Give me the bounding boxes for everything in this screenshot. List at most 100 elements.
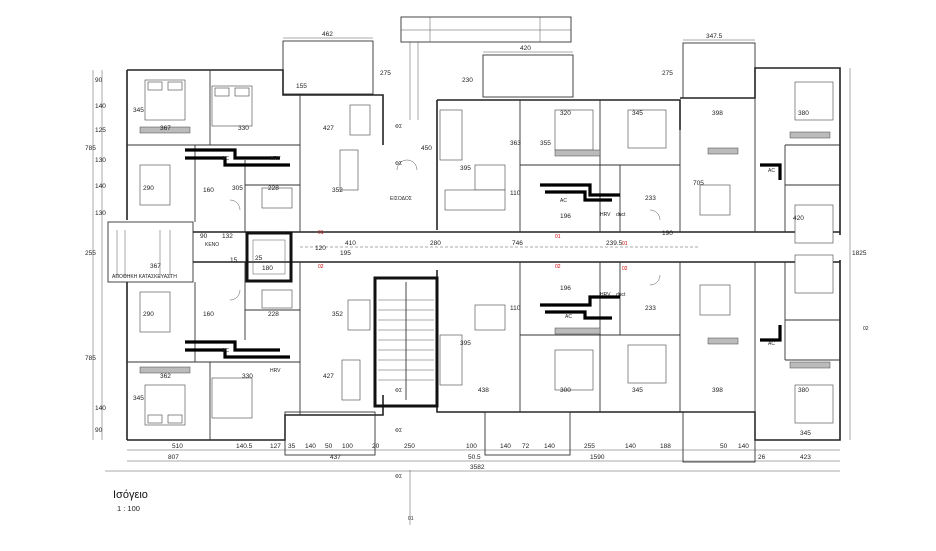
dim-label: 155	[296, 83, 307, 90]
dim-label: 196	[560, 285, 571, 292]
dim-label: 20	[372, 443, 380, 450]
dim-label: 140.5	[236, 443, 253, 450]
dim-label: 398	[712, 110, 723, 117]
dim-label: 50.5	[468, 454, 481, 461]
dim-label: 290	[143, 185, 154, 192]
dim-label: 228	[268, 185, 279, 192]
room-dimension-labels: 367 330 345 290 160 305 228 427 352 395 …	[133, 107, 811, 437]
void-label: ΚΕΝΟ	[205, 242, 219, 248]
dim-label: 462	[322, 31, 333, 38]
dim-label: 233	[645, 195, 656, 202]
ac-label: AC	[222, 156, 229, 162]
dim-label: 300	[560, 387, 571, 394]
dim-label: 160	[203, 311, 214, 318]
dim-label: 398	[712, 387, 723, 394]
hvac-ducts	[185, 148, 782, 359]
dim-label: 140	[625, 443, 636, 450]
dim-label: 25	[255, 255, 263, 262]
ac-label: AC	[768, 168, 775, 174]
marker-north: 02	[863, 326, 869, 332]
dim-label: 130	[95, 210, 106, 217]
dim-label: 363	[510, 140, 521, 147]
marker-f: ΦΣ	[395, 161, 402, 167]
dim-label: 100	[466, 443, 477, 450]
dim-label: 140	[305, 443, 316, 450]
dim-label: 275	[380, 70, 391, 77]
dim-label: 250	[404, 443, 415, 450]
dim-label: 228	[268, 311, 279, 318]
duct-label: duct	[616, 292, 626, 298]
dim-label: 190	[662, 230, 673, 237]
dim-label: 347.5	[706, 33, 723, 40]
dim-label: 35	[288, 443, 296, 450]
dim-label: 15	[230, 257, 238, 264]
dim-label: 1590	[590, 454, 605, 461]
duct-label: duct	[616, 212, 626, 218]
ac-label: AC	[560, 198, 567, 204]
dim-label: 120	[315, 245, 326, 252]
dim-label: 132	[222, 233, 233, 240]
dim-label: 125	[95, 127, 106, 134]
stair-core	[373, 276, 439, 408]
dim-label: 140	[95, 183, 106, 190]
entrance-label: ΕΙΣΟΔΟΣ	[390, 196, 412, 202]
dim-label: 280	[430, 240, 441, 247]
marker-f: ΦΣ	[395, 124, 402, 130]
dim-label: 395	[460, 340, 471, 347]
dim-label: 320	[560, 110, 571, 117]
dim-label: 345	[632, 110, 643, 117]
dim-label: 437	[330, 454, 341, 461]
dim-label: 196	[560, 213, 571, 220]
dim-label: 127	[270, 443, 281, 450]
dim-label: 90	[95, 427, 103, 434]
dim-label: 746	[512, 240, 523, 247]
marker-red: 02	[622, 266, 628, 272]
dim-label: 72	[522, 443, 530, 450]
dim-label: 110	[510, 190, 521, 197]
dim-label: 427	[323, 125, 334, 132]
dim-label: 233	[645, 305, 656, 312]
dim-label: 330	[238, 125, 249, 132]
dim-label: 110	[510, 305, 521, 312]
dim-label: 26	[758, 454, 766, 461]
dim-label: 450	[421, 145, 432, 152]
dim-label: 140	[738, 443, 749, 450]
dim-label: 352	[332, 187, 343, 194]
dim-label: 330	[242, 373, 253, 380]
drawing-title: Ισόγειο	[113, 489, 148, 501]
dim-label: 305	[232, 185, 243, 192]
left-dimension-labels: 90 140 125 785 130 140 130 255 785 140 9…	[85, 77, 867, 434]
dim-label: 255	[584, 443, 595, 450]
section-markers: 01 02 01 02 01 02 02 01 ΦΣ ΦΣ ΦΣ ΦΣ ΦΣ	[318, 124, 869, 522]
hrv-label: HRV	[270, 156, 281, 162]
dim-label: 180	[262, 265, 273, 272]
dim-label: 1825	[852, 250, 867, 257]
dim-label: 255	[85, 250, 96, 257]
marker-south: 01	[408, 516, 414, 522]
top-dimension-labels: 462 420 347.5 275 275 155 230 450	[296, 31, 723, 152]
top-balconies	[282, 16, 756, 120]
dim-label: 367	[150, 263, 161, 270]
dim-label: 275	[662, 70, 673, 77]
dim-label: 807	[168, 454, 179, 461]
dim-label: 785	[85, 355, 96, 362]
hrv-label: HRV	[600, 292, 611, 298]
central-corridor	[193, 231, 840, 263]
corridor-labels: 410 280 746 239.5 190 180 120 15 25 195 …	[112, 196, 673, 280]
dim-label: 90	[200, 233, 208, 240]
hrv-label: HRV	[600, 212, 611, 218]
dim-label: 438	[478, 387, 489, 394]
ac-label: AC	[222, 348, 229, 354]
dim-label: 420	[793, 215, 804, 222]
dim-label: 345	[133, 395, 144, 402]
dim-label: 290	[143, 311, 154, 318]
doors	[229, 159, 661, 301]
ac-label: AC	[565, 314, 572, 320]
dim-label: 510	[172, 443, 183, 450]
dim-label: 395	[460, 165, 471, 172]
dimension-lines	[92, 37, 851, 525]
dim-label: 785	[85, 145, 96, 152]
marker-red: 01	[318, 230, 324, 236]
dim-label: 140	[95, 405, 106, 412]
